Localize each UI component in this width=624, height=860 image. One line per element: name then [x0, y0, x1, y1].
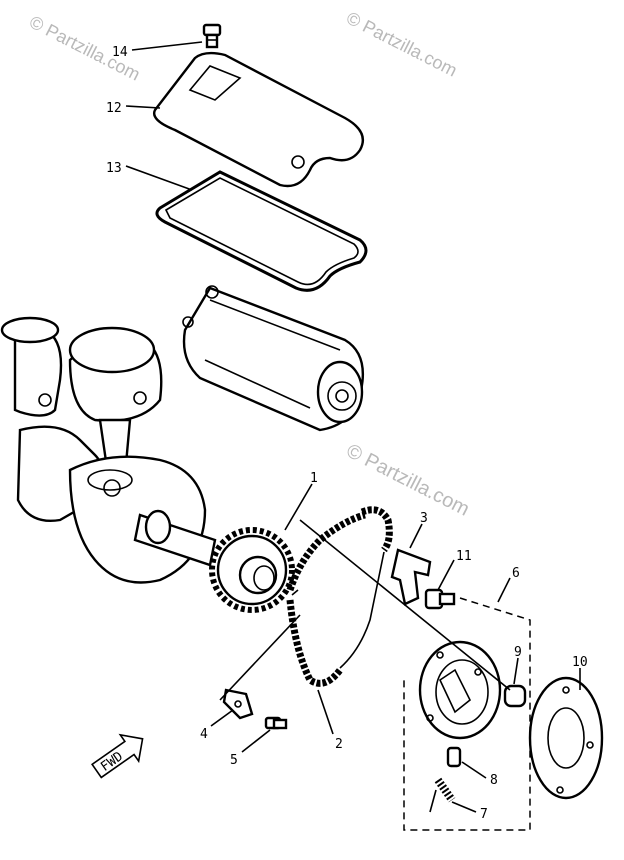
- alignment-line-clip: [219, 614, 301, 701]
- leader-lines: [125, 41, 581, 813]
- callout-6: 6: [512, 566, 520, 581]
- callout-8: 8: [490, 773, 498, 788]
- callout-11: 11: [456, 549, 472, 564]
- collar-part: [503, 684, 527, 708]
- starter-motor-part: [182, 285, 364, 432]
- gasket-part: [155, 170, 368, 292]
- fwd-arrow-icon: FWD: [90, 733, 144, 779]
- clutch-group: [403, 597, 531, 831]
- sprocket-part: [209, 527, 295, 613]
- plate-part: [528, 676, 604, 800]
- bolt-part-11: [424, 588, 456, 610]
- crankshaft-assembly: [0, 316, 217, 584]
- callout-1: 1: [310, 471, 318, 486]
- cap-bolt-part: [202, 23, 222, 49]
- chain-part: [286, 506, 393, 687]
- callout-3: 3: [420, 511, 428, 526]
- callout-9: 9: [514, 645, 522, 660]
- callout-4: 4: [200, 727, 208, 742]
- spring-part: [429, 777, 456, 813]
- screw-part: [264, 716, 288, 730]
- callout-5: 5: [230, 753, 238, 768]
- callout-13: 13: [106, 161, 122, 176]
- callout-2: 2: [335, 737, 343, 752]
- bracket-part: [390, 548, 432, 606]
- roller-part: [446, 746, 462, 768]
- cover-part: [153, 51, 365, 188]
- watermark-top-right: © Partzilla.com: [343, 8, 460, 81]
- callout-10: 10: [572, 655, 588, 670]
- alignment-line: [299, 519, 511, 691]
- clip-part: [222, 688, 254, 720]
- callout-7: 7: [480, 807, 488, 822]
- callout-12: 12: [106, 101, 122, 116]
- callout-14: 14: [112, 45, 128, 60]
